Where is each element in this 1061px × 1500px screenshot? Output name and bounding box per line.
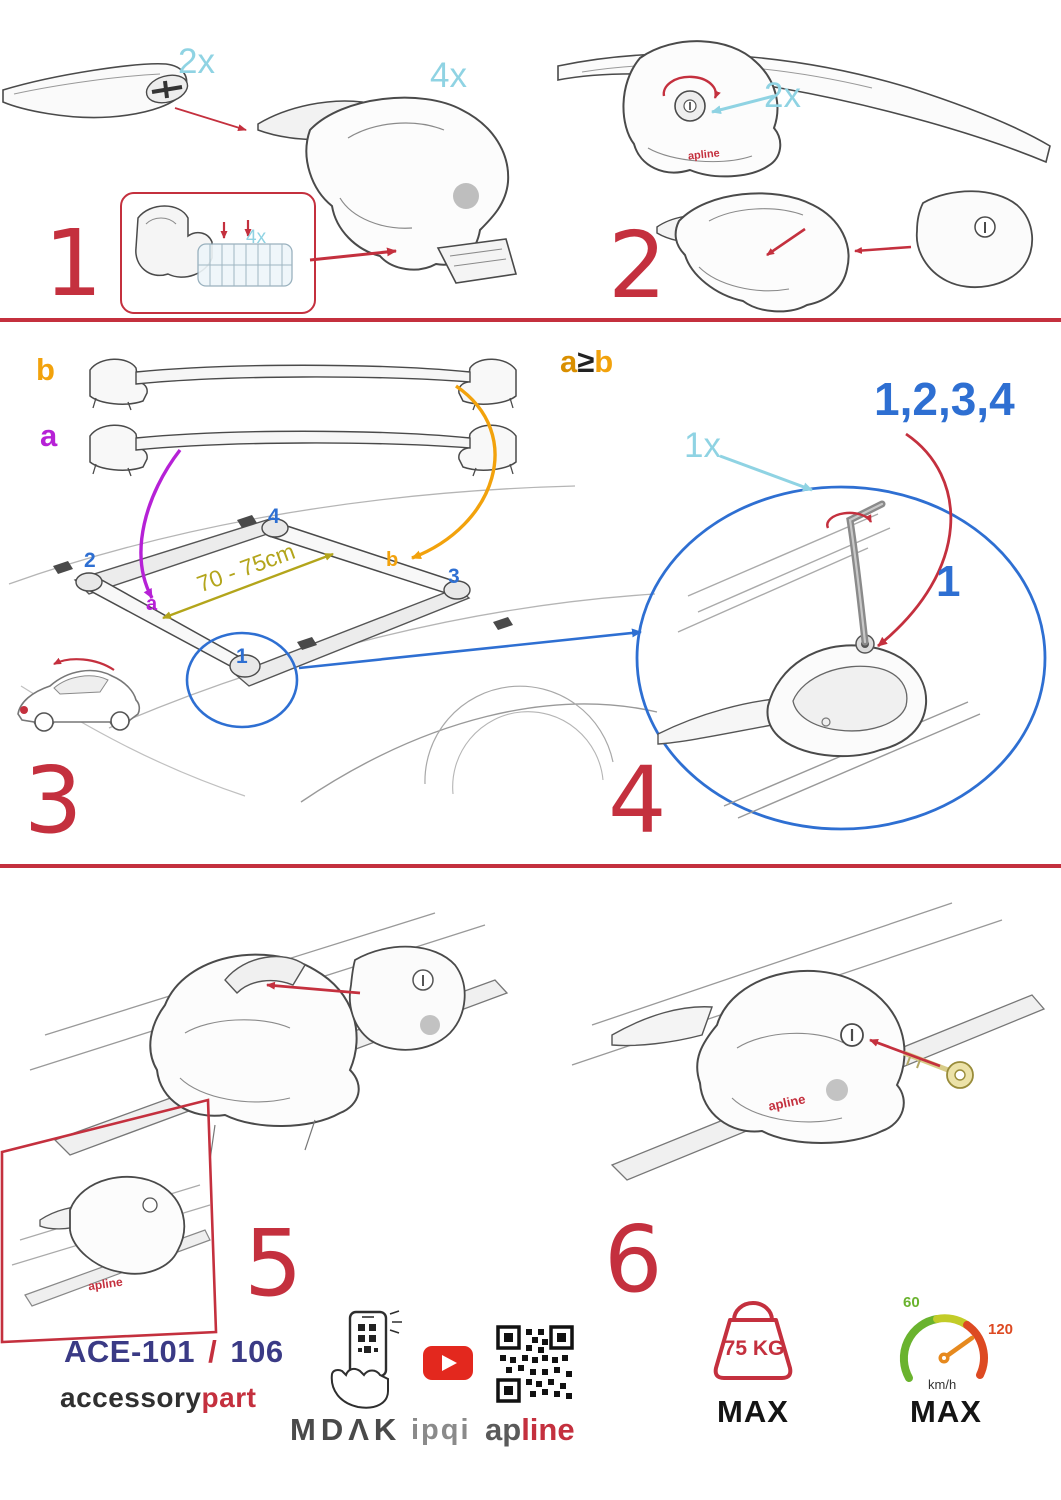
youtube-icon	[423, 1346, 473, 1380]
first-position-label: 1	[936, 557, 961, 606]
model-left: ACE-101	[64, 1334, 195, 1369]
load-limit-max: MAX	[717, 1394, 789, 1429]
rule-b: b	[594, 344, 614, 379]
crossbar-a-illustration	[89, 424, 517, 477]
partner-logo-mdak: MDΛK	[290, 1412, 402, 1447]
apline-prefix: ap	[485, 1412, 522, 1447]
speed-unit-label: km/h	[928, 1377, 957, 1392]
mounting-foot-illustration	[257, 96, 518, 284]
crossbar-b-illustration	[89, 358, 517, 411]
rubber-pad-inset	[120, 192, 316, 314]
speedometer-icon	[899, 1314, 988, 1382]
crossbar-tube-illustration	[2, 62, 247, 131]
pad-qty-label: 4x	[246, 227, 267, 248]
partner-logo-apline: apline	[485, 1414, 575, 1445]
speed-max-label: MAX	[910, 1394, 982, 1429]
brand-name: accessory	[60, 1382, 202, 1413]
rule-operator: ≥	[577, 344, 595, 379]
scan-phone-icon	[330, 1310, 402, 1409]
lock-with-key-illustration	[571, 902, 1046, 1181]
model-variant: 106	[230, 1334, 284, 1369]
roof-bar-a-label: a	[146, 593, 158, 615]
foot-qty-label: 4x	[430, 56, 467, 95]
qr-code-icon	[496, 1325, 574, 1403]
insert-pad-arrow	[309, 247, 397, 262]
roof-position-4: 4	[268, 505, 280, 528]
partner-logo-ipqi: ipqi	[411, 1414, 471, 1446]
load-limit-value: 75 KG	[723, 1337, 785, 1360]
step6-number: 6	[604, 1206, 663, 1313]
rubber-pad-illustration	[135, 205, 293, 287]
brand-logo: accessorypart	[60, 1384, 256, 1412]
roof-placement-illustration	[8, 485, 658, 803]
rule-a: a	[560, 344, 578, 379]
step1-number: 1	[44, 210, 103, 317]
section-divider	[0, 864, 1061, 868]
lock-callout-arrow	[711, 94, 775, 115]
roof-position-2: 2	[84, 549, 96, 572]
model-number: ACE-101 / 106	[64, 1336, 284, 1367]
foot-on-bar-illustration	[557, 40, 1051, 178]
tool-callout-arrow	[719, 454, 813, 492]
speed-high-label: 120	[988, 1321, 1014, 1338]
roof-bar-b-label: b	[386, 549, 399, 571]
length-rule-label: a≥b	[560, 346, 613, 377]
apline-suffix: line	[521, 1412, 575, 1447]
bar-a-position-arrow	[139, 448, 182, 599]
step5-number: 5	[244, 1210, 303, 1317]
step3-number: 3	[24, 747, 83, 854]
lock-qty-label: 2x	[764, 76, 801, 115]
brand-suffix: part	[201, 1382, 257, 1413]
tool-qty-label: 1x	[684, 426, 721, 465]
assembled-foot-inset	[0, 1098, 218, 1344]
section-divider	[0, 318, 1061, 322]
car-direction-illustration	[17, 657, 141, 732]
bar-b-label: b	[36, 352, 55, 387]
tighten-order-label: 1,2,3,4	[874, 373, 1015, 425]
speed-low-label: 60	[903, 1294, 920, 1311]
bar-a-label: a	[40, 418, 58, 453]
bar-b-position-arrow	[411, 384, 497, 560]
roof-position-3: 3	[448, 565, 460, 588]
step4-number: 4	[608, 747, 667, 854]
tighten-order-arrow	[877, 432, 953, 648]
cover-attach-illustration	[656, 190, 1034, 313]
bar-qty-label: 2x	[178, 42, 215, 81]
step2-number: 2	[608, 212, 667, 319]
torque-detail-illustration	[635, 485, 1047, 831]
roof-position-1: 1	[236, 645, 248, 668]
weight-limit-icon	[713, 1301, 793, 1380]
model-separator: /	[208, 1334, 218, 1369]
